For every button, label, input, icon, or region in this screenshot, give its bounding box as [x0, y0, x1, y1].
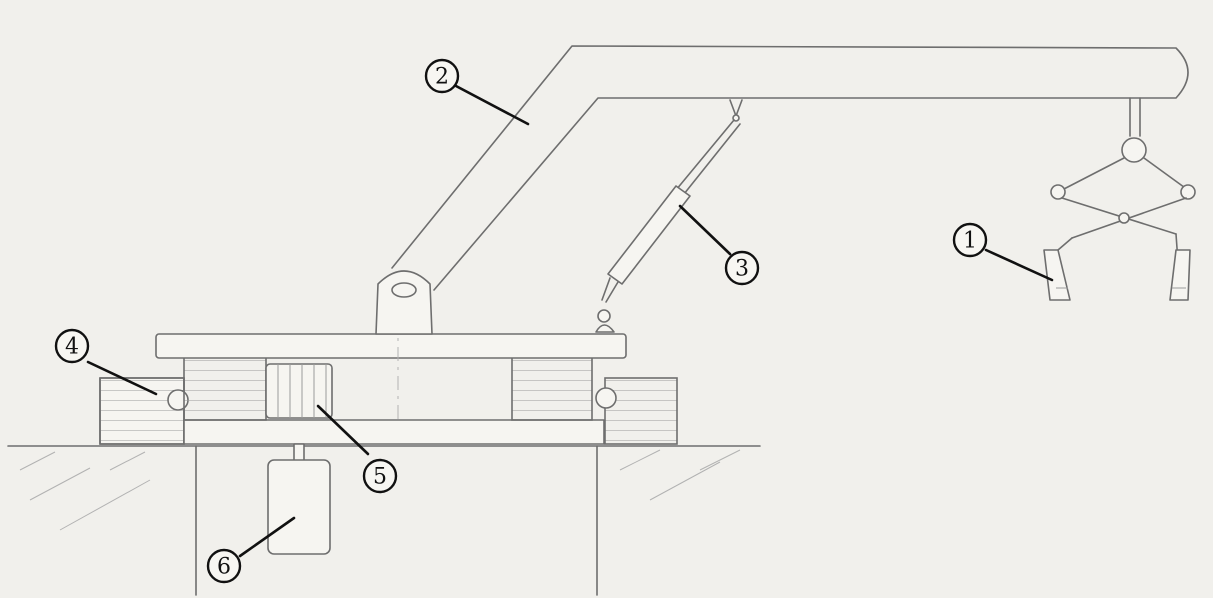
- callout-leaders: [86, 84, 1054, 558]
- callout-6-label: 6: [217, 555, 231, 580]
- callout-5-label: 5: [373, 465, 387, 490]
- boom-pivot: [375, 270, 433, 335]
- pinion-gear: [265, 363, 333, 419]
- callout-1: 1: [952, 222, 988, 258]
- callout-1-label: 1: [963, 229, 977, 254]
- callout-3-label: 3: [735, 257, 749, 282]
- callout-6: 6: [206, 548, 242, 584]
- hydraulic-cylinder: [595, 99, 743, 333]
- gripper: [1043, 97, 1196, 301]
- inner-ring: [183, 355, 593, 421]
- ground: [7, 445, 761, 531]
- drive-motor: [267, 443, 331, 555]
- callout-4-label: 4: [65, 335, 79, 360]
- callout-2: 2: [424, 58, 460, 94]
- rotating-platform: [155, 333, 627, 359]
- callout-5: 5: [362, 458, 398, 494]
- callout-2-label: 2: [435, 65, 449, 90]
- callout-3: 3: [724, 250, 760, 286]
- foundation-pit: [195, 445, 598, 596]
- slewing-bearing: [99, 377, 678, 445]
- callout-4: 4: [54, 328, 90, 364]
- boom-arm: [391, 45, 1189, 291]
- base-plate: [183, 419, 605, 445]
